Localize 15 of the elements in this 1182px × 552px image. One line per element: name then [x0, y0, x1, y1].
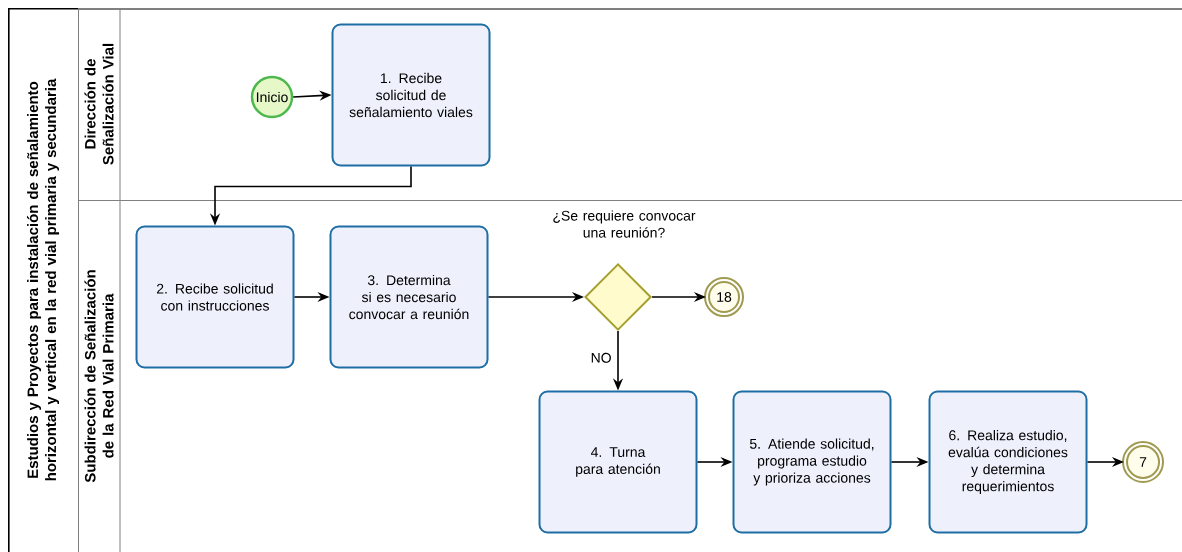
edge-label: NO — [591, 352, 611, 363]
task-box: 5. Atiende solicitud, programa estudio y prioriza acciones — [732, 390, 892, 534]
task-box: 4. Turna para atención — [538, 390, 698, 534]
task-box: 3. Determina si es necesario convocar a reunión — [329, 225, 489, 369]
end-event: 7 — [1122, 441, 1164, 483]
start-event: Inicio — [250, 75, 294, 119]
decision-diamond — [584, 263, 652, 331]
pool-title: Estudios y Proyectos para instalación de señalamiento horizontal y vertical en la red vial primaria y secundaria — [26, 78, 60, 481]
lane-title: Subdirección de Señalización de la Red Vial Primaria — [84, 270, 114, 483]
end-event: 18 — [704, 277, 744, 317]
task-box: 1. Recibe solicitud de señalamiento viales — [331, 23, 491, 167]
lane-title: Dirección de Señalización Vial — [84, 43, 114, 165]
question-label: ¿Se requiere convocar una reunión? — [553, 210, 696, 238]
task-box: 2. Recibe solicitud con instrucciones — [135, 225, 295, 369]
task-box: 6. Realiza estudio, evalúa condiciones y determina requerimientos — [928, 390, 1088, 534]
